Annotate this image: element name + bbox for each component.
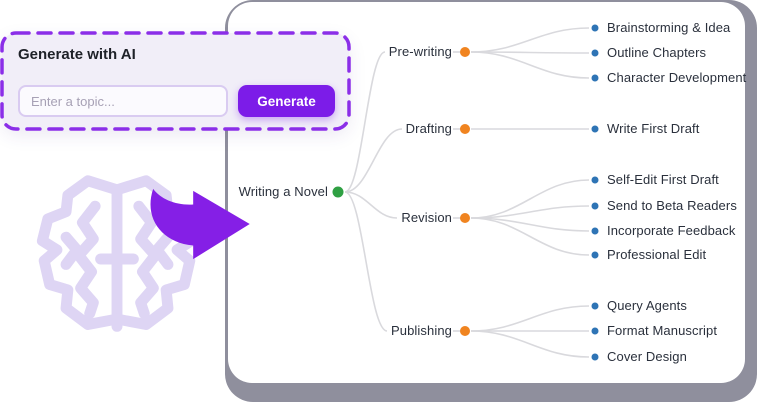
generate-panel: Generate with AI Generate (0, 31, 351, 131)
mindmap-leaf-dot[interactable] (591, 227, 599, 235)
panel-title: Generate with AI (18, 46, 136, 63)
topic-input[interactable] (18, 85, 228, 117)
mindmap-leaf-dot[interactable] (591, 327, 599, 335)
mindmap-branch-label[interactable]: Revision (401, 210, 452, 226)
mindmap-leaf-label[interactable]: Cover Design (607, 349, 687, 365)
brain-icon (36, 175, 198, 332)
mindmap-branch-dot[interactable] (460, 124, 470, 134)
mindmap-root-label[interactable]: Writing a Novel (238, 184, 328, 200)
mindmap-leaf-dot[interactable] (591, 24, 599, 32)
mindmap-leaf-label[interactable]: Write First Draft (607, 121, 700, 137)
mindmap-leaf-label[interactable]: Outline Chapters (607, 45, 707, 61)
mindmap-branch-label[interactable]: Drafting (405, 121, 452, 137)
mindmap-leaf-dot[interactable] (591, 302, 599, 310)
generate-button[interactable]: Generate (238, 85, 335, 117)
mindmap-leaf-dot[interactable] (591, 353, 599, 361)
mindmap-branch-label[interactable]: Publishing (391, 323, 452, 339)
mindmap-leaf-label[interactable]: Brainstorming & Idea (607, 20, 731, 36)
mindmap-leaf-dot[interactable] (591, 74, 599, 82)
mindmap-leaf-dot[interactable] (591, 202, 599, 210)
mindmap-branch-dot[interactable] (460, 326, 470, 336)
mindmap-branch-dot[interactable] (460, 213, 470, 223)
mindmap-leaf-label[interactable]: Character Development (607, 70, 747, 86)
mindmap-leaf-label[interactable]: Professional Edit (607, 247, 707, 263)
mindmap-leaf-label[interactable]: Incorporate Feedback (607, 223, 736, 239)
mindmap-leaf-dot[interactable] (591, 251, 599, 259)
mindmap-leaf-dot[interactable] (591, 49, 599, 57)
mindmap-root-dot[interactable] (332, 186, 344, 198)
mindmap-leaf-label[interactable]: Send to Beta Readers (607, 198, 737, 214)
mindmap-leaf-label[interactable]: Self-Edit First Draft (607, 172, 719, 188)
mindmap-leaf-dot[interactable] (591, 176, 599, 184)
mindmap-branch-dot[interactable] (460, 47, 470, 57)
mindmap-leaf-label[interactable]: Query Agents (607, 298, 687, 314)
arrow-icon (150, 188, 250, 260)
mindmap-branch-label[interactable]: Pre-writing (388, 44, 452, 60)
mindmap-leaf-label[interactable]: Format Manuscript (607, 323, 718, 339)
mindmap-leaf-dot[interactable] (591, 125, 599, 133)
